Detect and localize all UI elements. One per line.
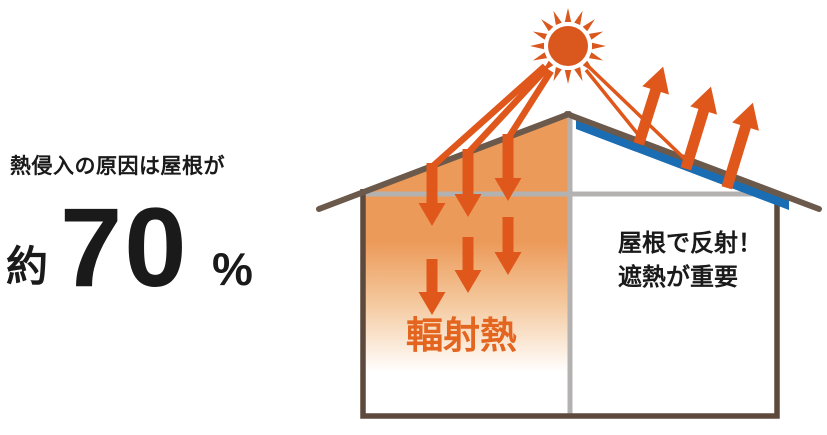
down-arrow: [494, 134, 522, 201]
incident-ray: [584, 68, 643, 140]
reflected-heat-arrows: [633, 66, 759, 190]
reflected-arrow: [721, 102, 759, 190]
incident-ray: [587, 65, 690, 164]
down-arrow: [418, 163, 446, 226]
reflected-arrow: [680, 86, 718, 171]
reflected-arrow: [633, 66, 669, 146]
down-arrow: [454, 149, 482, 217]
roof-reflect-note-line2: 遮熱が重要: [618, 264, 738, 291]
radiant-ray: [506, 69, 554, 139]
radiant-heat-label: 輻射熱: [406, 315, 517, 356]
stat-value: 70: [60, 185, 189, 310]
stat-unit: %: [212, 243, 253, 295]
stat-prefix: 約: [6, 243, 49, 290]
down-arrow: [494, 217, 522, 275]
radiant-rays: [430, 63, 554, 169]
house-frame: [360, 189, 780, 419]
roof-left: [316, 111, 572, 212]
roof-reflect-note-line1: 屋根で反射！: [618, 230, 762, 257]
radiant-ray: [466, 65, 550, 155]
down-arrow: [418, 259, 446, 315]
incident-rays: [584, 65, 690, 164]
roof-reflect-note: 屋根で反射！ 遮熱が重要: [618, 227, 762, 295]
radiant-ray: [430, 63, 548, 169]
radiant-heat-arrows: [418, 134, 522, 315]
sun-icon: [530, 8, 606, 84]
stat-headline: 熱侵入の原因は屋根が: [10, 155, 225, 178]
down-arrow: [454, 237, 482, 293]
